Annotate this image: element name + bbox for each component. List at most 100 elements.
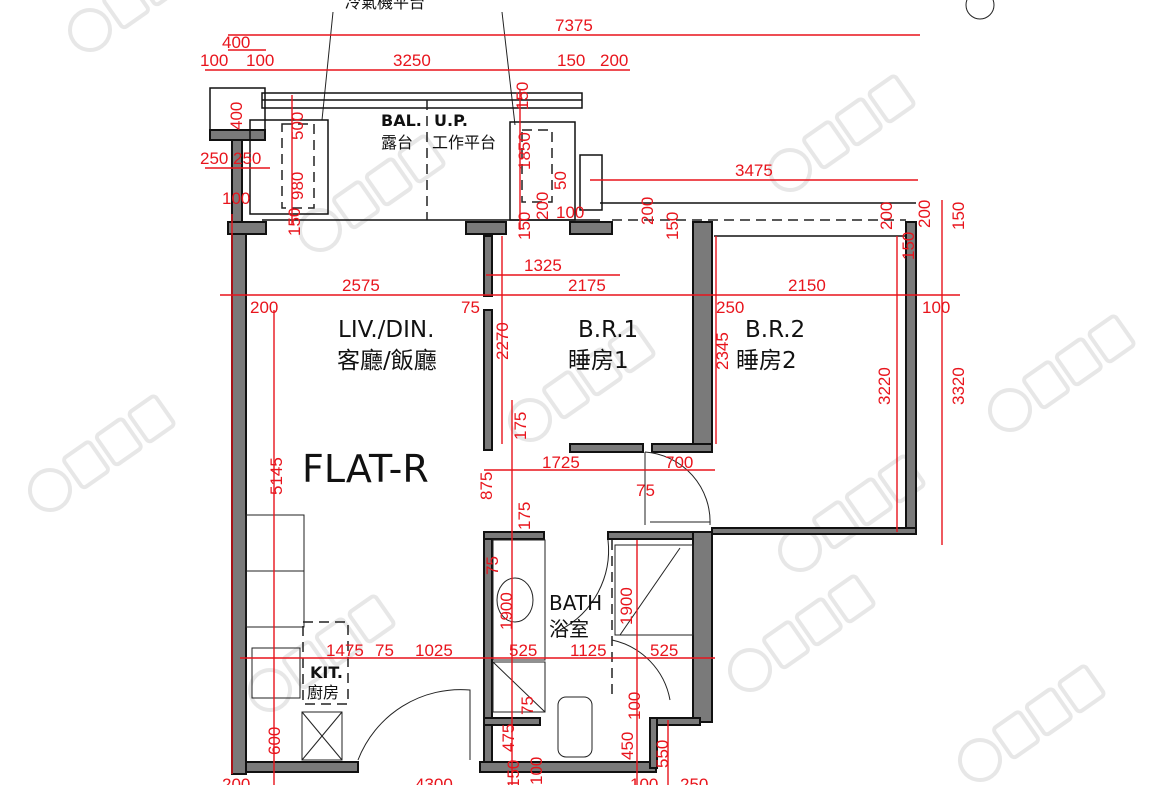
dimension-label: 50 [551,171,570,190]
dimension-label: 100 [246,51,274,70]
dimension-label: 100 [922,298,950,317]
dimension-label: 2575 [342,276,380,295]
dimension-label: 1325 [524,256,562,275]
dimension-label: 1900 [617,587,636,625]
dimension-label: 200 [915,200,934,228]
dimension-label: 75 [636,481,655,500]
dimension-label: 3250 [393,51,431,70]
dimension-label: 7375 [555,16,593,35]
watermark-logo [988,314,1136,432]
watermark-logo [248,594,396,712]
watermark-logo [768,74,916,192]
br2-label-zh: 睡房2 [736,348,797,374]
room-labels: 冷氣機平台 BAL. 露台 U.P. 工作平台 LIV./DIN. 客廳/飯廳 … [302,0,805,702]
balcony-structure [209,87,916,237]
dimension-label: 100 [556,203,584,222]
watermark-logo [68,0,183,52]
br1-label-zh: 睡房1 [568,348,629,374]
dimension-label: 3220 [875,367,894,405]
dimension-label: 2150 [788,276,826,295]
watermark-logo [28,394,176,512]
fixtures [245,451,711,761]
dimension-label: 100 [200,51,228,70]
dimension-label: 75 [483,556,502,575]
watermark-logo [778,454,926,572]
dimension-label: 4300 [415,775,453,785]
ac-platform-label: 冷氣機平台 [345,0,425,12]
dimension-label: 1725 [542,453,580,472]
dimension-label: 200 [250,298,278,317]
dimension-label: 150 [513,82,532,110]
dimension-label: 150 [557,51,585,70]
br1-label-en: B.R.1 [578,317,638,343]
dimension-label: 1850 [515,132,534,170]
dimension-label: 200 [877,202,896,230]
dimension-label: 2270 [493,322,512,360]
dimension-label: 475 [499,724,518,752]
dimension-label: 550 [653,740,672,768]
watermark-logo [728,574,876,692]
dimension-label: 450 [618,732,637,760]
dimension-label: 75 [461,298,480,317]
dimension-label: 2345 [713,332,732,370]
dimension-label: 400 [222,33,250,52]
dimension-label: 100 [527,757,546,785]
bath-label-en: BATH [549,591,602,615]
ac-platform-leaders [321,0,995,126]
dimension-label: 100 [222,189,250,208]
dimension-label: 200 [638,197,657,225]
utility-label-zh: 工作平台 [432,133,496,152]
dimension-label: 700 [665,453,693,472]
br2-label-en: B.R.2 [745,317,805,343]
dimension-label: 980 [288,172,307,200]
dimension-label: 600 [265,727,284,755]
dimension-label: 75 [518,696,537,715]
dimension-label: 250 [680,775,708,785]
dimension-label: 3475 [735,161,773,180]
dimension-label: 3320 [949,367,968,405]
kitchen-label-zh: 廚房 [307,683,339,702]
dimension-label: 200 [222,775,250,785]
dimension-label: 1900 [497,592,516,630]
dimension-label: 100 [625,692,644,720]
utility-label-en: U.P. [434,111,468,130]
dimension-label: 150 [663,212,682,240]
dimension-label: 1025 [415,641,453,660]
kitchen-label-en: KIT. [310,663,343,682]
dimension-label: 2175 [568,276,606,295]
dimension-label: 250 [233,149,261,168]
living-label-zh: 客廳/飯廳 [337,348,437,374]
dimension-label: 75 [375,641,394,660]
dimension-label: 525 [650,641,678,660]
watermark-logo [298,134,446,252]
dimension-label: 150 [949,202,968,230]
watermark-layer [28,0,1136,782]
dimension-label: 525 [509,641,537,660]
watermark-logo [958,664,1106,782]
dimension-label: 875 [477,472,496,500]
dimension-label: 150 [285,208,304,236]
dimension-label: 150 [515,212,534,240]
dimension-label: 400 [227,102,246,130]
dimension-label: 100 [630,775,658,785]
dimension-label: 1125 [570,641,607,660]
watermark-logo [508,324,656,442]
dimension-label: 175 [515,502,534,530]
balcony-label-en: BAL. [381,111,422,130]
dimension-label: 200 [533,192,552,220]
dimension-label: 200 [600,51,628,70]
dimension-label: 5145 [267,457,286,495]
dimension-label: 150 [899,232,918,260]
living-label-en: LIV./DIN. [338,317,434,343]
dimension-label: 175 [511,412,530,440]
dimension-label: 1475 [326,641,364,660]
dimension-label: 150 [504,760,523,785]
walls [231,221,917,775]
flat-label: FLAT-R [302,447,429,491]
dimension-label: 250 [716,298,744,317]
dimension-label: 500 [288,112,307,140]
bath-label-zh: 浴室 [549,617,589,641]
dimension-label: 250 [200,149,228,168]
